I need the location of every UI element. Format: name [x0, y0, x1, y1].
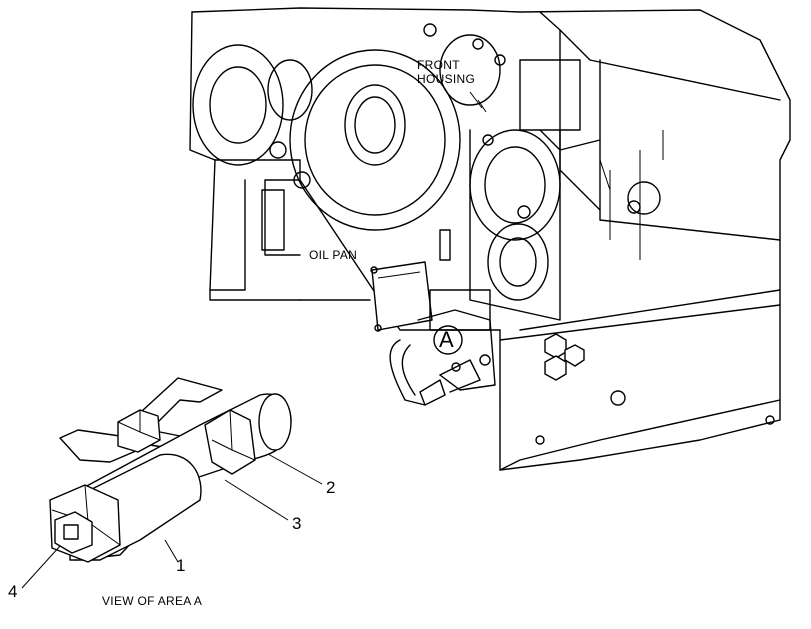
view-caption: VIEW OF AREA A	[102, 594, 203, 608]
leader-lines	[21, 453, 323, 589]
callout-2: 2	[326, 478, 336, 497]
front-housing	[469, 91, 561, 321]
callout-3: 3	[292, 514, 302, 533]
label-oil-pan: OIL PAN	[309, 248, 358, 262]
label-front-housing-line2: HOUSING	[417, 72, 476, 86]
oil-pan-bracket	[209, 159, 501, 331]
drain-valve-assembly	[389, 309, 585, 406]
label-front-housing-line1: FRONT	[417, 58, 460, 72]
detail-view-drain-valve	[49, 377, 292, 563]
gear-housing	[192, 23, 506, 231]
oil-pan-cover	[370, 229, 491, 332]
area-a-marker: A	[439, 327, 454, 352]
callout-1: 1	[176, 556, 186, 575]
callout-4: 4	[8, 582, 18, 601]
